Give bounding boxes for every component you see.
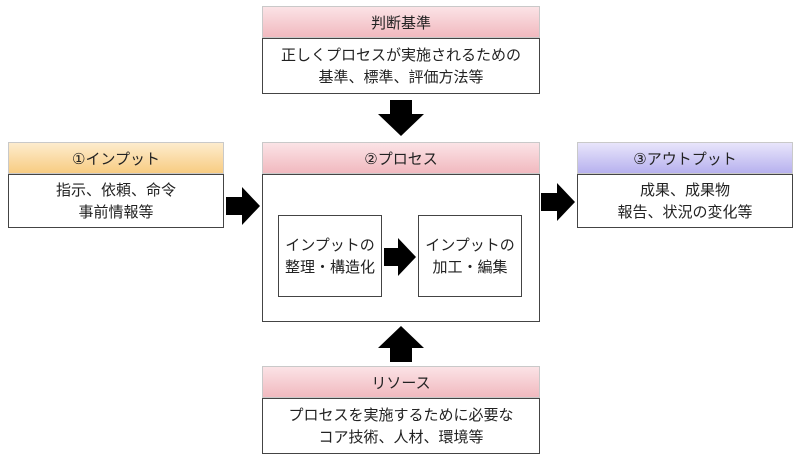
- process-step-1-line-1: インプットの: [285, 236, 375, 254]
- output-line-2: 報告、状況の変化等: [617, 203, 753, 221]
- criteria-line-1: 正しくプロセスが実施されるための: [280, 46, 521, 64]
- process-title: ②プロセス: [364, 149, 438, 168]
- input-header: ①インプット: [8, 142, 224, 174]
- process-step-1-line-2: 整理・構造化: [284, 258, 375, 276]
- process-header: ②プロセス: [262, 142, 540, 174]
- resources-header: リソース: [262, 366, 540, 398]
- output-line-1: 成果、成果物: [639, 181, 730, 199]
- arrow-up-icon: [378, 326, 424, 362]
- arrow-down-icon: [378, 100, 424, 136]
- arrow-right-icon: [384, 238, 416, 276]
- resources-line-2: コア技術、人材、環境等: [318, 428, 484, 446]
- criteria-header: 判断基準: [262, 6, 540, 38]
- criteria-line-2: 基準、標準、評価方法等: [318, 68, 484, 86]
- input-box: 指示、依頼、命令 事前情報等: [8, 174, 224, 228]
- arrow-right-icon: [226, 187, 260, 225]
- resources-line-1: プロセスを実施するために必要な: [288, 406, 514, 424]
- criteria-box: 正しくプロセスが実施されるための 基準、標準、評価方法等: [262, 38, 540, 94]
- input-line-1: 指示、依頼、命令: [55, 181, 176, 199]
- process-step-1: インプットの 整理・構造化: [278, 215, 382, 297]
- process-step-2: インプットの 加工・編集: [418, 215, 522, 297]
- resources-box: プロセスを実施するために必要な コア技術、人材、環境等: [262, 398, 540, 454]
- process-step-2-line-1: インプットの: [425, 236, 515, 254]
- output-box: 成果、成果物 報告、状況の変化等: [577, 174, 793, 228]
- arrow-right-icon: [541, 183, 575, 221]
- criteria-title: 判断基準: [370, 13, 431, 32]
- output-title: ③アウトプット: [633, 149, 737, 168]
- resources-title: リソース: [371, 373, 431, 392]
- input-line-2: 事前情報等: [78, 203, 154, 221]
- output-header: ③アウトプット: [577, 142, 793, 174]
- process-step-2-line-2: 加工・編集: [432, 258, 508, 276]
- input-title: ①インプット: [72, 149, 160, 168]
